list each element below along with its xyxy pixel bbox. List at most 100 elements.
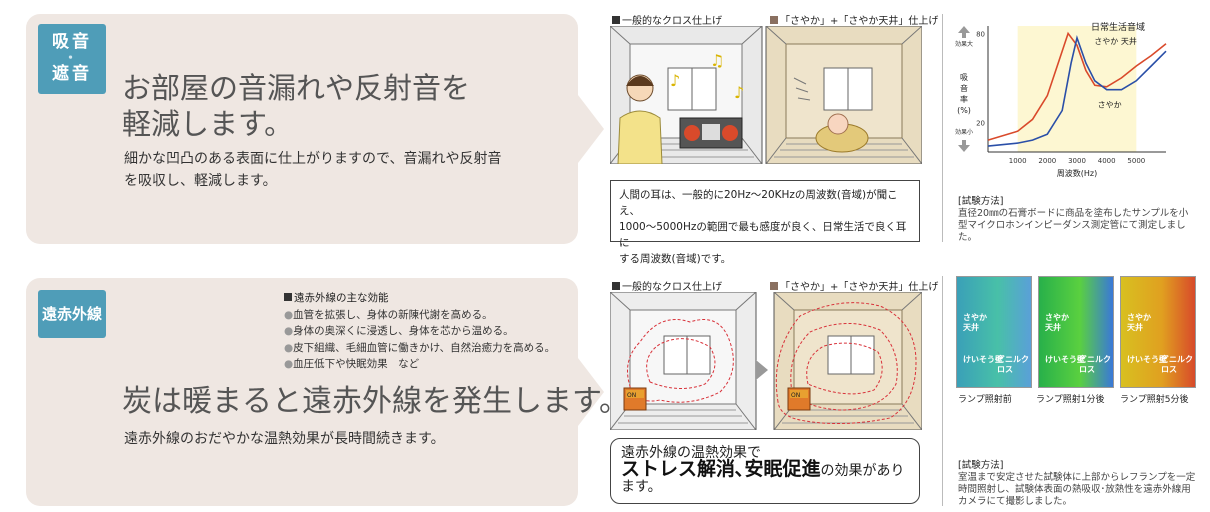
arrow-down-icon bbox=[958, 140, 970, 152]
thermal-tag-tenjo: 天井 bbox=[963, 323, 979, 332]
sound-method-title: [試験方法] bbox=[958, 196, 1004, 207]
callout-line1: 遠赤外線の温熱効果で bbox=[621, 445, 761, 461]
chart-ylabel-char: 音 bbox=[960, 83, 968, 93]
thermal-tag-vinyl: ビニルクロス bbox=[1161, 355, 1193, 374]
chart-x-tick: 3000 bbox=[1068, 157, 1086, 165]
room-label-cloth-2: 一般的なクロス仕上げ bbox=[612, 278, 722, 293]
effects-list: 遠赤外線の主な効能 ●血管を拡張し、身体の新陳代謝を高める。 ●身体の奥深くに浸… bbox=[284, 290, 555, 373]
chart-xlabel: 周波数(Hz) bbox=[1057, 168, 1097, 178]
badge-line2: 遮音 bbox=[52, 64, 92, 84]
chart-series-line bbox=[987, 35, 1167, 147]
thermal-tag-tenjo: 天井 bbox=[1127, 323, 1143, 332]
callout-strong: ストレス解消､安眠促進 bbox=[621, 458, 821, 480]
infrared-method: [試験方法] 室温まで安定させた試験体に上部からレフランプを一定 時間照射し、試… bbox=[958, 460, 1198, 508]
thermal-tag-tenjo: 天井 bbox=[1045, 323, 1061, 332]
room-label-sayaka: 「さやか」+「さやか天井」仕上げ bbox=[770, 12, 938, 27]
panel-arrow bbox=[578, 358, 604, 426]
thermal-tag-vinyl: ビニルクロス bbox=[1079, 355, 1111, 374]
thermal-tag-vinyl: ビニルクロス bbox=[997, 355, 1029, 374]
chart-series-label: さやか bbox=[1098, 101, 1122, 110]
effect-text: 皮下組織、毛細血管に働きかけ、自然治癒力を高める。 bbox=[293, 341, 556, 354]
frequency-note-line3: する周波数(音域)です。 bbox=[619, 253, 732, 265]
sound-panel bbox=[26, 14, 604, 244]
effect-item: ●皮下組織、毛細血管に働きかけ、自然治癒力を高める。 bbox=[284, 341, 556, 354]
room-label-sayaka-2: 「さやか」+「さやか天井」仕上げ bbox=[770, 278, 938, 293]
thermal-tag: さやか天井 bbox=[1127, 313, 1151, 333]
heater-label: ON bbox=[627, 392, 636, 399]
thermal-caption: ランプ照射1分後 bbox=[1036, 395, 1105, 405]
frequency-note-line1: 人間の耳は、一般的に20Hz〜20KHzの周波数(音域)が聞こえ、 bbox=[619, 189, 898, 217]
thermal-caption: ランプ照射前 bbox=[958, 395, 1012, 405]
arrow-up-icon bbox=[958, 26, 970, 38]
effect-text: 血管を拡張し、身体の新陳代謝を高める。 bbox=[293, 308, 493, 321]
infrared-method-line3: カメラにて撮影しました。 bbox=[958, 496, 1073, 507]
thermal-caption: ランプ照射5分後 bbox=[1120, 395, 1189, 405]
sound-method-line1: 直径20㎜の石膏ボードに商品を塗布したサンプルを小 bbox=[958, 208, 1189, 219]
thermal-tag-sayaka: さやか bbox=[963, 313, 987, 322]
chart-ylabel-char: 率 bbox=[960, 94, 968, 104]
effects-title: 遠赤外線の主な効能 bbox=[294, 292, 389, 304]
infrared-method-line1: 室温まで安定させた試験体に上部からレフランプを一定 bbox=[958, 472, 1196, 483]
room-label-cloth-text: 一般的なクロス仕上げ bbox=[622, 16, 722, 27]
sound-method-line2: 型マイクロホンインピーダンス測定管にて測定しまし bbox=[958, 220, 1186, 231]
callout-tail: の効果があります。 bbox=[621, 463, 905, 495]
chart-y-top-label: 効果大 bbox=[955, 40, 973, 48]
svg-text:♪: ♪ bbox=[670, 71, 680, 90]
thermal-tag-sayaka: さやか bbox=[1127, 313, 1151, 322]
thermal-image-5min: さやか天井 けいそう壁 ビニルクロス bbox=[1120, 276, 1196, 388]
thermal-tag-sayaka: さやか bbox=[1045, 313, 1069, 322]
sound-body-line1: 細かな凹凸のある表面に仕上がりますので、音漏れや反射音 bbox=[124, 151, 502, 167]
chart-region-label: 日常生活音域 bbox=[1091, 21, 1145, 33]
sound-headline-line2: 軽減します。 bbox=[122, 107, 294, 141]
room-label-sayaka-2-text: 「さやか」+「さやか天井」仕上げ bbox=[780, 282, 939, 293]
infrared-badge: 遠赤外線 bbox=[38, 290, 106, 338]
chart-series-line bbox=[987, 31, 1167, 141]
room-label-sayaka-text: 「さやか」+「さやか天井」仕上げ bbox=[780, 16, 939, 27]
sound-body: 細かな凹凸のある表面に仕上がりますので、音漏れや反射音 を吸収し、軽減します。 bbox=[124, 148, 574, 192]
chart-x-tick: 2000 bbox=[1038, 157, 1056, 165]
heat-effect-callout: 遠赤外線の温熱効果で ストレス解消､安眠促進の効果があります。 bbox=[610, 438, 920, 504]
chart-y-tick: 20 bbox=[976, 119, 985, 127]
frequency-note-line2: 1000〜5000Hzの範囲で最も感度が良く、日常生活で良く耳に bbox=[619, 221, 907, 249]
effect-text: 身体の奥深くに浸透し、身体を芯から温める。 bbox=[293, 325, 514, 337]
sound-method-line3: た。 bbox=[958, 232, 978, 243]
effect-text: 血圧低下や快眠効果 など bbox=[293, 358, 420, 370]
sound-rooms-illustration: ♪ ♫ ♪ bbox=[610, 26, 922, 164]
chart-x-tick: 1000 bbox=[1009, 157, 1027, 165]
sound-headline-line1: お部屋の音漏れや反射音を bbox=[122, 71, 471, 105]
svg-text:♪: ♪ bbox=[734, 83, 744, 102]
infrared-panel bbox=[26, 278, 604, 506]
infrared-body: 遠赤外線のおだやかな温熱効果が長時間続きます。 bbox=[124, 431, 445, 447]
infrared-rooms-illustration: ON ON bbox=[610, 292, 922, 430]
thermal-tag-keisou: けいそう壁 bbox=[1045, 355, 1085, 364]
heater-label: ON bbox=[791, 392, 800, 399]
panel-arrow bbox=[578, 95, 604, 163]
chart-x-tick: 5000 bbox=[1127, 157, 1145, 165]
chart-series-label: さやか 天井 bbox=[1094, 36, 1137, 46]
divider-1 bbox=[942, 14, 943, 242]
svg-text:♫: ♫ bbox=[710, 51, 724, 70]
thermal-tag: さやか天井 bbox=[1045, 313, 1069, 333]
infrared-headline: 炭は暖まると遠赤外線を発生します。 bbox=[122, 384, 629, 419]
frequency-note: 人間の耳は、一般的に20Hz〜20KHzの周波数(音域)が聞こえ、 1000〜5… bbox=[610, 180, 920, 265]
badge-dot: ・ bbox=[63, 51, 80, 66]
badge-line1: 吸音 bbox=[52, 32, 92, 52]
effect-item: ●身体の奥深くに浸透し、身体を芯から温める。 bbox=[284, 325, 514, 337]
sound-method: [試験方法] 直径20㎜の石膏ボードに商品を塗布したサンプルを小 型マイクロホン… bbox=[958, 196, 1198, 244]
divider-2 bbox=[942, 276, 943, 506]
sound-badge: 吸音 ・ 遮音 bbox=[38, 24, 106, 94]
thermal-image-before: さやか天井 けいそう壁 ビニルクロス bbox=[956, 276, 1032, 388]
effect-item: ●血管を拡張し、身体の新陳代謝を高める。 bbox=[284, 308, 493, 321]
room-label-cloth-2-text: 一般的なクロス仕上げ bbox=[622, 282, 722, 293]
room-label-cloth: 一般的なクロス仕上げ bbox=[612, 12, 722, 27]
chart-ylabel-char: (%) bbox=[957, 106, 971, 115]
chart-y-bottom-label: 効果小 bbox=[955, 128, 973, 136]
thermal-tag-keisou: けいそう壁 bbox=[1127, 355, 1167, 364]
sound-headline: お部屋の音漏れや反射音を 軽減します。 bbox=[122, 70, 470, 142]
sound-body-line2: を吸収し、軽減します。 bbox=[124, 173, 277, 189]
thermal-tag: さやか天井 bbox=[963, 313, 987, 333]
callout-line2: ストレス解消､安眠促進の効果があります。 bbox=[621, 458, 909, 496]
chart-ylabel-char: 吸 bbox=[960, 73, 968, 82]
thermal-image-1min: さやか天井 けいそう壁 ビニルクロス bbox=[1038, 276, 1114, 388]
